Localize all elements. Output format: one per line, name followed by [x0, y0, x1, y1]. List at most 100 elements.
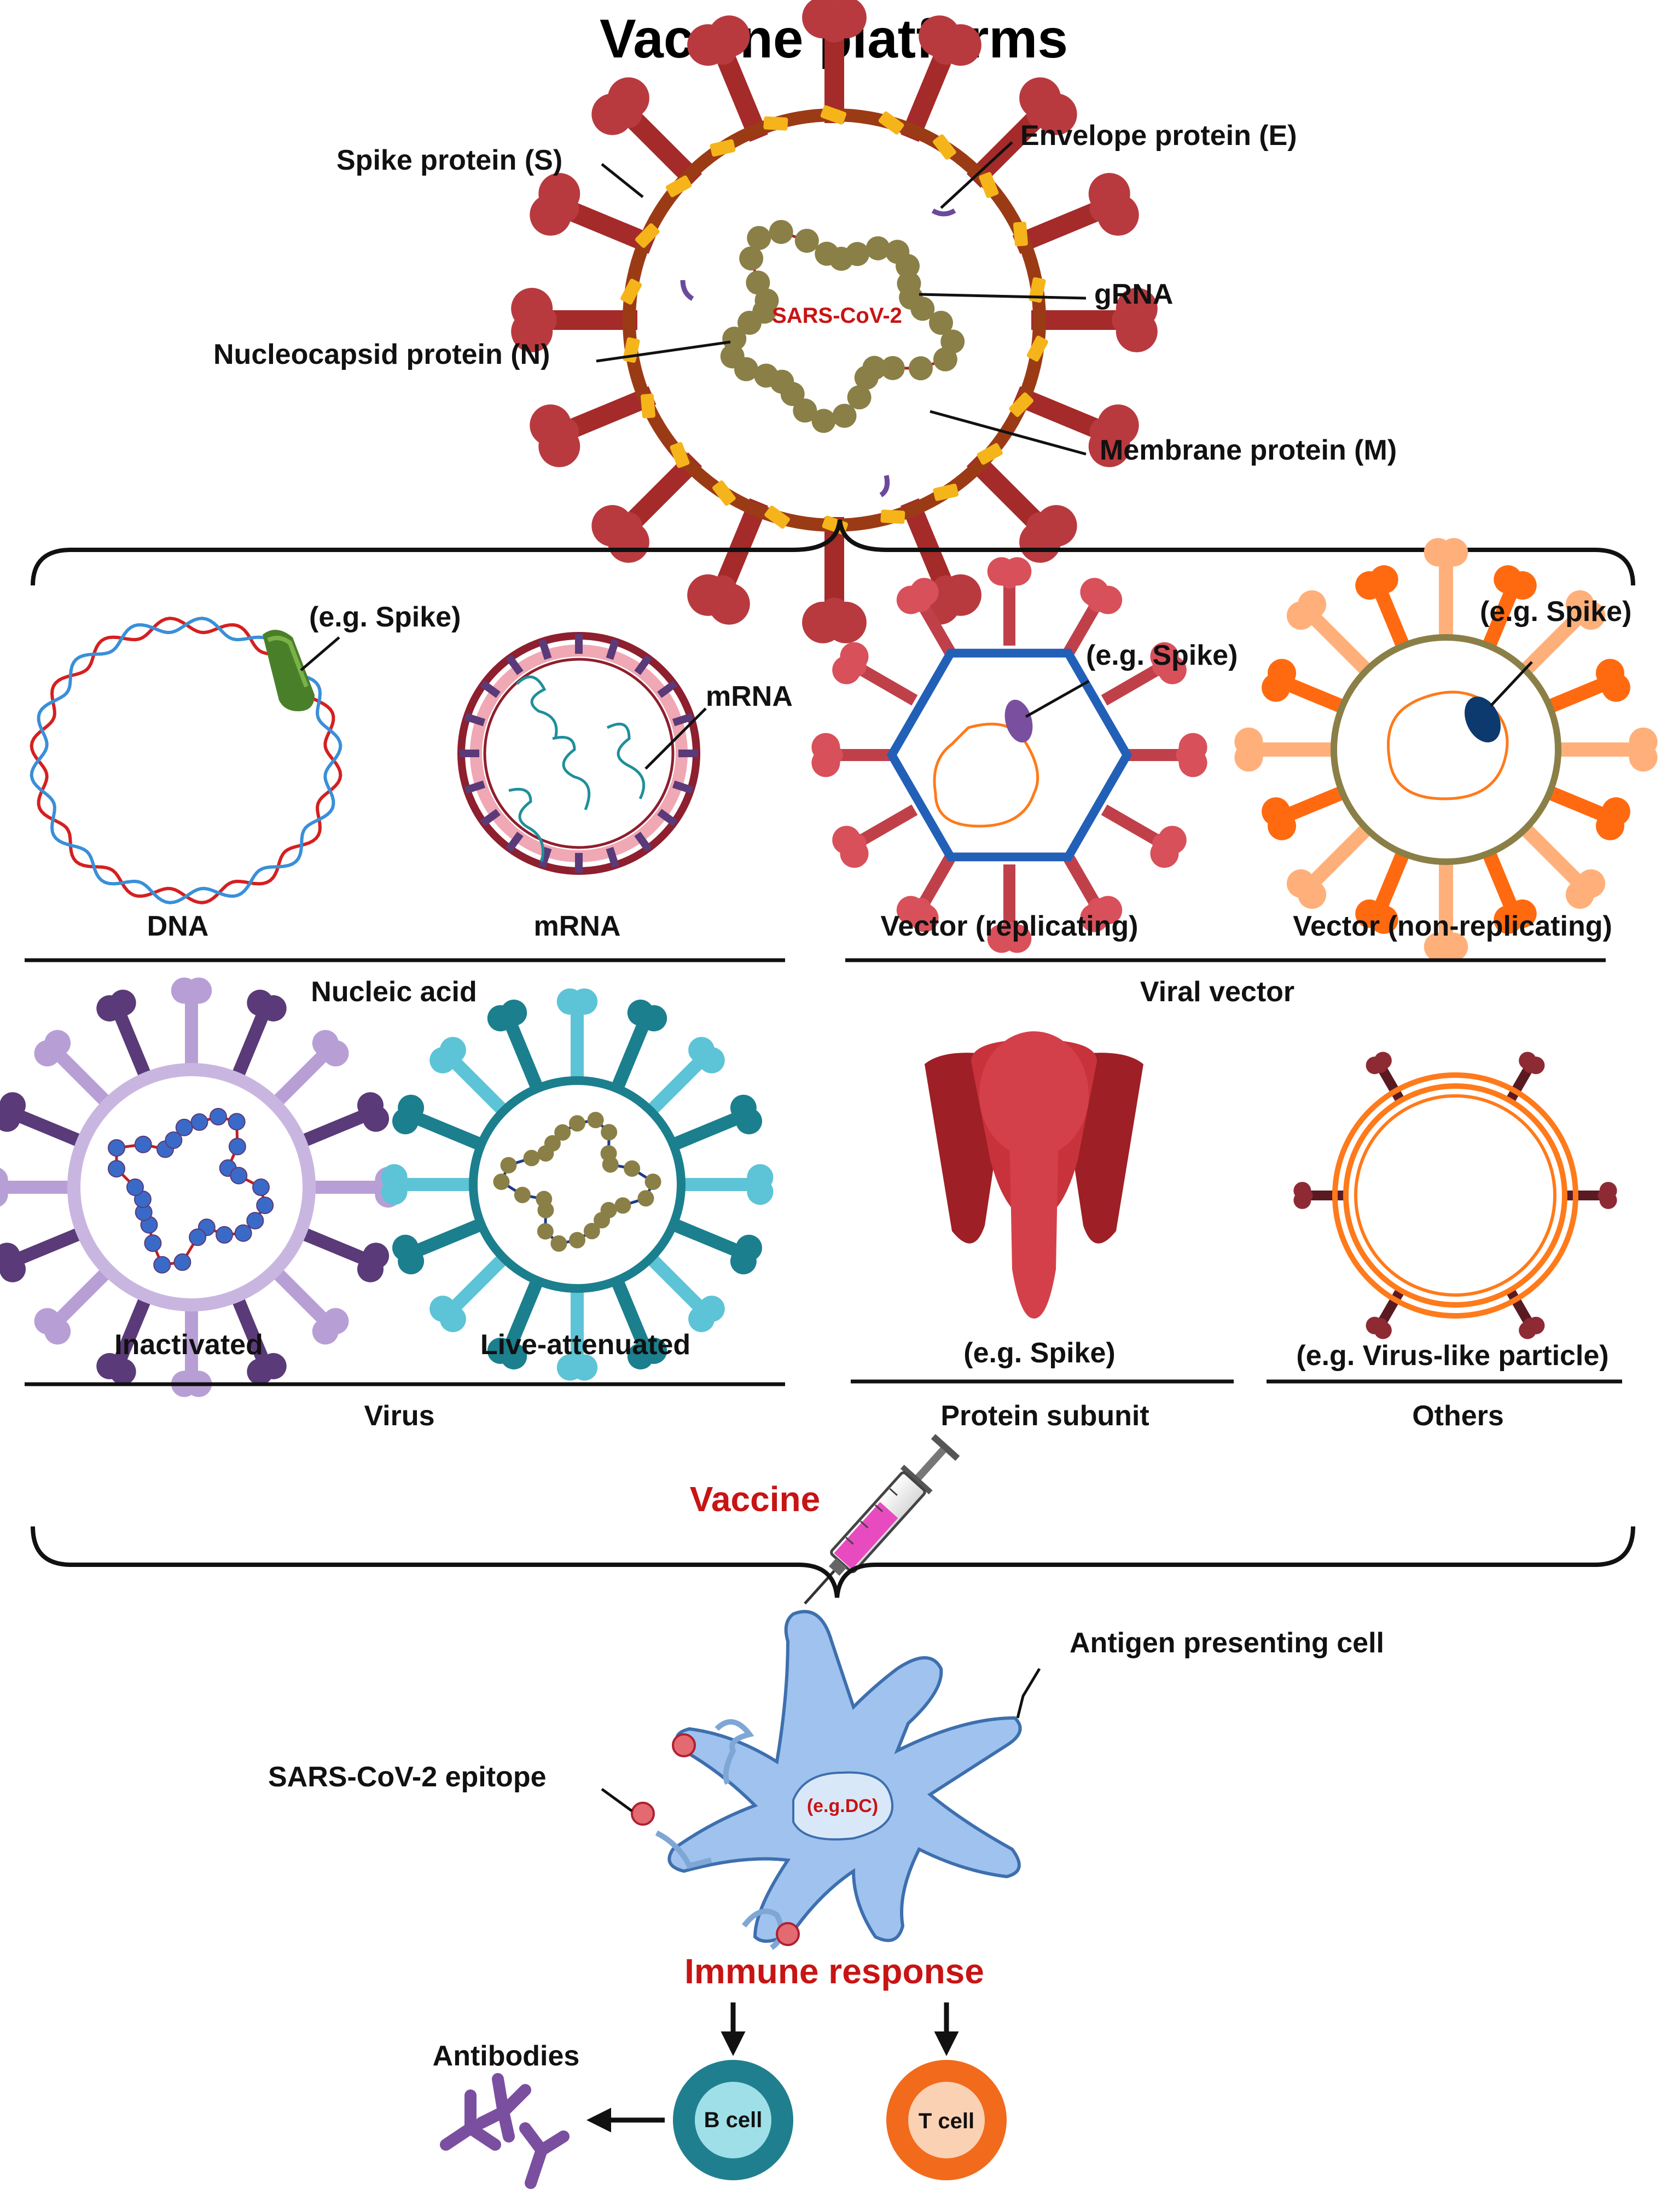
- vector-spike: [1059, 846, 1123, 932]
- vector-spike: [1520, 823, 1606, 909]
- live-attenuated-spike: [487, 1000, 543, 1089]
- vector-spike: [1424, 538, 1468, 637]
- spike-protein: [901, 498, 981, 625]
- nucleocapsid-bead: [866, 236, 890, 260]
- live-attenuated-spike: [648, 1037, 725, 1114]
- spike-protein: [530, 386, 657, 467]
- nucleocapsid-bead: [811, 409, 836, 433]
- vector-spike: [1286, 590, 1372, 676]
- membrane-protein: [977, 443, 1003, 465]
- membrane-protein-group: [620, 105, 1048, 535]
- vlp-spike: [1366, 1052, 1405, 1104]
- apc-label: Antigen presenting cell: [1070, 1627, 1384, 1659]
- vector-spike: [1119, 733, 1207, 777]
- antibodies-icon: [440, 2073, 570, 2189]
- inactivated-nucleocapsid: [107, 1108, 274, 1274]
- antigen-presenting-cell: (e.g.DC): [667, 1610, 1022, 1943]
- membrane-protein-label: Membrane protein (M): [1100, 434, 1397, 466]
- protein-subunit-spike: [925, 1031, 1143, 1319]
- hexagonal-capsid: [886, 648, 1132, 862]
- spike-protein-label: Spike protein (S): [336, 144, 562, 176]
- live-attenuated-spikes: [381, 988, 774, 1381]
- vector-spike: [1520, 590, 1606, 676]
- mrna-label: mRNA: [534, 910, 621, 942]
- epitope-label: SARS-CoV-2 epitope: [268, 1761, 547, 1793]
- nucleocapsid-protein-group: [720, 219, 965, 433]
- sars-cov-2-center-label: SARS-CoV-2: [772, 304, 902, 328]
- vector-non-replicating-spikes: [1234, 538, 1658, 961]
- vlp-spike: [1506, 1287, 1545, 1339]
- inactivated-spike: [303, 1228, 390, 1282]
- spike-protein: [901, 15, 981, 142]
- vector-spike: [1101, 804, 1187, 868]
- platform-brace-top: [31, 519, 1635, 586]
- nucleocapsid-bead: [933, 347, 957, 371]
- spike-protein: [966, 452, 1077, 563]
- vector-spike: [1101, 642, 1187, 706]
- b-cell-label: B cell: [704, 2108, 763, 2132]
- live-attenuated-spike: [612, 1000, 667, 1089]
- spike-protein: [591, 77, 702, 188]
- nucleocapsid-bead: [880, 356, 905, 380]
- lipid-markers: [460, 634, 698, 873]
- vector-spike: [1355, 565, 1410, 649]
- vector-spike: [1059, 578, 1123, 664]
- vector-non-replicating-label: Vector (non-replicating): [1293, 910, 1612, 942]
- membrane-protein: [764, 506, 790, 529]
- nucleocapsid-bead: [769, 219, 793, 244]
- vector-spike: [1558, 727, 1658, 772]
- vector-spike: [1262, 786, 1345, 840]
- membrane-protein: [620, 278, 642, 305]
- vector-spike: [896, 578, 960, 664]
- membrane-protein: [880, 509, 905, 524]
- vaccine-label: Vaccine: [690, 1479, 820, 1519]
- sars-cov-2-virion: SARS-CoV-2: [511, 0, 1158, 643]
- nucleocapsid-bead: [739, 246, 764, 271]
- membrane-protein: [763, 116, 788, 131]
- vector-spike: [832, 804, 918, 868]
- vector-spike: [832, 642, 918, 706]
- inactivated-spike: [303, 1092, 390, 1146]
- virus-group-label: Virus: [364, 1400, 434, 1432]
- live-attenuated-spike: [673, 1094, 762, 1150]
- live-attenuated-spike: [392, 1219, 481, 1275]
- inactivated-spike: [171, 977, 212, 1064]
- membrane-protein: [712, 480, 736, 506]
- vector-spike: [1482, 850, 1537, 934]
- live-attenuated-nucleocapsid: [493, 1112, 661, 1252]
- membrane-protein: [1013, 222, 1028, 247]
- spike-protein: [1031, 288, 1158, 352]
- nucleocapsid-bead: [794, 229, 819, 253]
- vector-replicating-spikes: [811, 557, 1207, 953]
- spike-protein: [1012, 173, 1139, 254]
- spike-protein: [687, 15, 768, 142]
- nucleocapsid-bead: [754, 363, 779, 388]
- apc-nucleus-label: (e.g.DC): [807, 1796, 878, 1816]
- inactivated-spike: [274, 1030, 349, 1105]
- virus-like-particle: [1293, 1052, 1617, 1339]
- nucleocapsid-bead: [845, 242, 870, 266]
- live-attenuated-spike: [487, 1280, 543, 1369]
- vlp-spike: [1506, 1052, 1545, 1104]
- spike-protein: [1012, 386, 1139, 467]
- protein-subunit-note: (e.g. Spike): [963, 1337, 1115, 1369]
- live-attenuated-spike: [673, 1219, 762, 1275]
- vector-spike: [987, 557, 1032, 646]
- nucleocapsid-bead: [722, 327, 747, 351]
- dna-label: DNA: [147, 910, 209, 942]
- nucleocapsid-bead: [896, 254, 920, 278]
- vector-spike: [1424, 862, 1468, 961]
- vector-spike: [1355, 850, 1410, 934]
- b-cell: B cell: [673, 2060, 793, 2180]
- grna-label: gRNA: [1094, 278, 1173, 310]
- nucleocapsid-bead: [929, 311, 953, 335]
- vector-spike: [1234, 727, 1334, 772]
- membrane-protein: [979, 172, 999, 198]
- vector-spike: [1262, 659, 1345, 713]
- membrane-protein: [635, 223, 660, 248]
- nucleocapsid-bead: [754, 288, 779, 313]
- others-group-label: Others: [1412, 1400, 1504, 1432]
- nucleocapsid-protein-label: Nucleocapsid protein (N): [213, 339, 550, 370]
- nucleocapsid-bead: [832, 404, 857, 428]
